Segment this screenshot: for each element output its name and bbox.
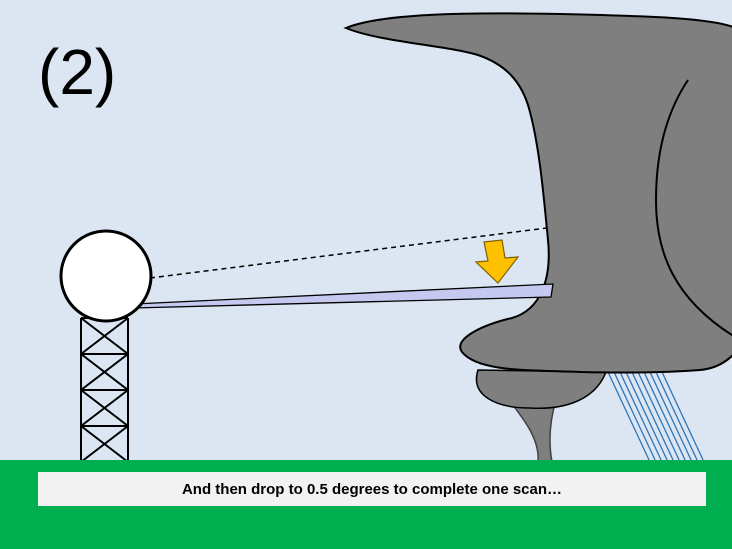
rain-shaft-icon bbox=[607, 371, 705, 463]
radar-dome-icon bbox=[59, 229, 153, 323]
step-label: (2) bbox=[38, 36, 117, 108]
downward-arrow-icon bbox=[474, 239, 520, 284]
radar-tower-icon bbox=[80, 317, 129, 463]
previous-beam-line bbox=[149, 227, 548, 279]
wall-cloud bbox=[475, 369, 608, 409]
caption-text: And then drop to 0.5 degrees to complete… bbox=[181, 480, 563, 498]
storm-cloud-edge bbox=[654, 79, 732, 337]
radar-beam bbox=[133, 283, 554, 309]
storm-cloud-icon bbox=[343, 12, 732, 374]
caption-box: And then drop to 0.5 degrees to complete… bbox=[38, 472, 706, 506]
